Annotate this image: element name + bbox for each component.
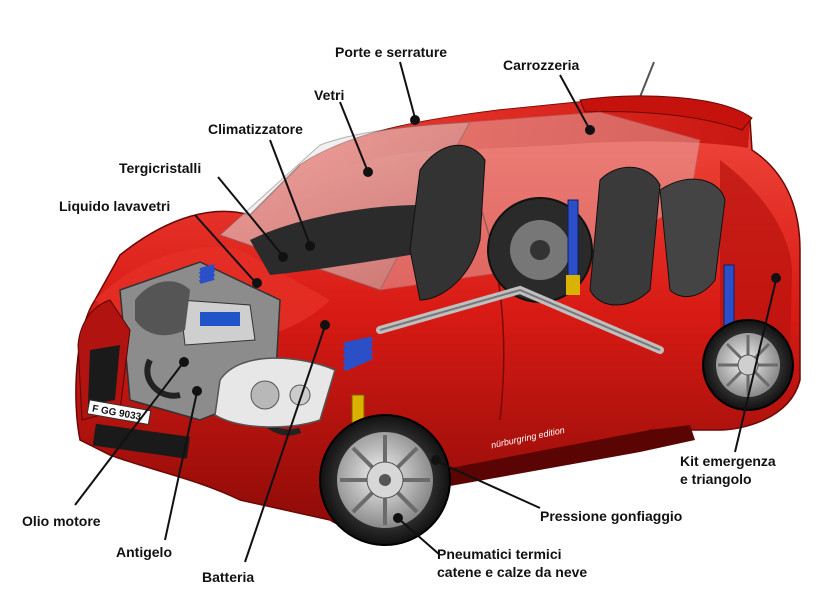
label-vetri: Vetri	[314, 86, 344, 104]
label-antigelo: Antigelo	[116, 543, 172, 561]
label-climatizzatore: Climatizzatore	[208, 120, 303, 138]
leader-porte	[400, 62, 415, 118]
label-liquido-lavavetri: Liquido lavavetri	[59, 197, 170, 215]
label-batteria: Batteria	[202, 568, 254, 586]
label-kit-emergenza: Kit emergenza e triangolo	[680, 452, 776, 488]
label-olio-motore: Olio motore	[22, 512, 101, 530]
front-wheel	[320, 415, 450, 545]
label-carrozzeria: Carrozzeria	[503, 56, 579, 74]
headlight	[215, 358, 335, 427]
label-porte-e-serrature: Porte e serrature	[335, 43, 447, 61]
label-pressione-gonfiaggio: Pressione gonfiaggio	[540, 507, 682, 525]
label-tergicristalli: Tergicristalli	[119, 159, 201, 177]
label-pneumatici-termici: Pneumatici termici catene e calze da nev…	[437, 545, 587, 581]
